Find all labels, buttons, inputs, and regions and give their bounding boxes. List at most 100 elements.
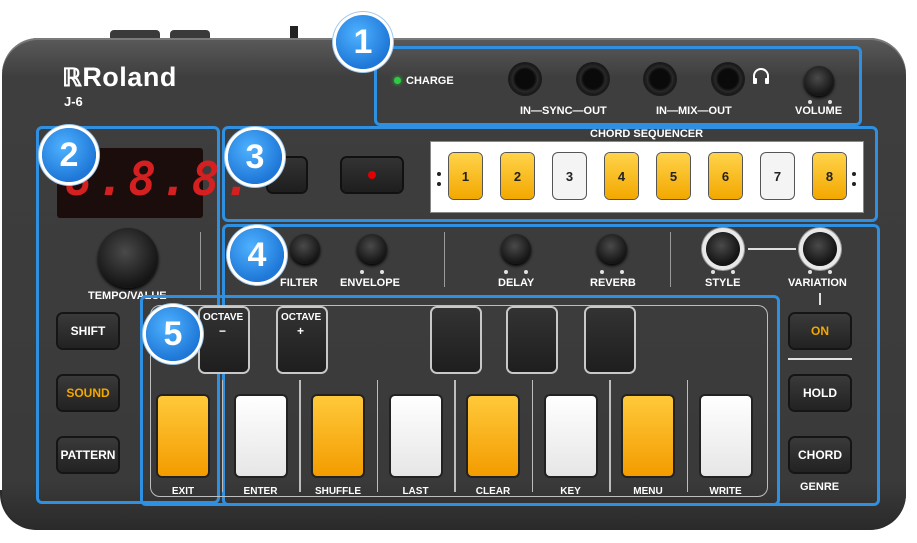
key-divider — [221, 380, 223, 492]
callout-2: 2 — [42, 128, 96, 182]
key-label-enter: ENTER — [243, 486, 278, 497]
tempo-value-knob[interactable] — [98, 228, 158, 288]
chord-sequencer-title: CHORD SEQUENCER — [590, 128, 704, 140]
key-last[interactable] — [390, 396, 441, 476]
shift-button[interactable]: SHIFT — [58, 314, 118, 348]
volume-label: VOLUME — [795, 105, 843, 117]
key-clear[interactable] — [468, 396, 518, 476]
genre-label: GENRE — [800, 481, 840, 493]
model-name: J-6 — [64, 94, 83, 109]
section-1-io — [374, 46, 862, 126]
key-label-write: WRITE — [709, 486, 742, 497]
key-label-last: LAST — [402, 486, 429, 497]
pattern-button[interactable]: PATTERN — [58, 438, 118, 472]
key-divider — [686, 380, 688, 492]
tempo-label: TEMPO/VALUE — [88, 290, 167, 302]
repeat-start-icon — [437, 182, 441, 186]
chord-button[interactable]: CHORD — [790, 438, 850, 472]
key-divider — [531, 380, 533, 492]
step-button-3[interactable]: 3 — [553, 153, 586, 199]
variation-label: VARIATION — [788, 277, 847, 289]
key-divider — [299, 380, 301, 492]
callout-3: 3 — [228, 130, 282, 184]
step-button-1[interactable]: 1 — [449, 153, 482, 199]
step-button-2[interactable]: 2 — [501, 153, 534, 199]
sync-in-jack[interactable] — [510, 64, 540, 94]
envelope-knob[interactable] — [357, 234, 387, 264]
sync-out-jack[interactable] — [578, 64, 608, 94]
key-menu[interactable] — [623, 396, 673, 476]
key-enter[interactable] — [235, 396, 286, 476]
repeat-end-icon — [852, 172, 856, 176]
key-label-menu: MENU — [633, 486, 663, 497]
variation-knob[interactable] — [803, 232, 837, 266]
style-knob[interactable] — [706, 232, 740, 266]
knob-dot — [711, 270, 715, 274]
sync-label: IN—SYNC—OUT — [520, 105, 607, 117]
divider — [670, 232, 671, 287]
key-label-exit: EXIT — [171, 486, 195, 497]
delay-knob[interactable] — [501, 234, 531, 264]
plus-icon: + — [297, 324, 305, 338]
step-button-4[interactable]: 4 — [605, 153, 638, 199]
charge-label: CHARGE — [406, 75, 454, 87]
delay-label: DELAY — [498, 277, 535, 289]
knob-dot — [620, 270, 624, 274]
black-key[interactable] — [508, 308, 556, 372]
record-button[interactable] — [342, 158, 402, 192]
style-label: STYLE — [705, 277, 741, 289]
black-key[interactable] — [586, 308, 634, 372]
sound-button[interactable]: SOUND — [58, 376, 118, 410]
knob-dot — [600, 270, 604, 274]
key-label-clear: CLEAR — [475, 486, 511, 497]
octave-plus-button[interactable]: OCTAVE + — [278, 308, 326, 372]
knob-dot — [380, 270, 384, 274]
callout-1: 1 — [336, 15, 390, 69]
key-label-shuffle: SHUFFLE — [314, 486, 362, 497]
knob-dot — [828, 100, 832, 104]
power-switch[interactable] — [290, 26, 298, 42]
knob-dot — [808, 270, 812, 274]
section-3-chord-sequencer — [222, 126, 878, 222]
divider — [444, 232, 445, 287]
filter-knob[interactable] — [290, 234, 320, 264]
key-exit[interactable] — [158, 396, 208, 476]
octave-plus-label: OCTAVE — [281, 312, 322, 323]
volume-knob[interactable] — [804, 66, 834, 96]
step-button-6[interactable]: 6 — [709, 153, 742, 199]
octave-minus-button[interactable]: OCTAVE − — [200, 308, 248, 372]
divider — [200, 232, 201, 290]
step-button-8[interactable]: 8 — [813, 153, 846, 199]
repeat-end-icon — [852, 182, 856, 186]
mix-in-jack[interactable] — [645, 64, 675, 94]
key-divider — [376, 380, 378, 492]
reverb-knob[interactable] — [597, 234, 627, 264]
charge-led — [394, 77, 401, 84]
knob-dot — [828, 270, 832, 274]
roland-logo: ℝRoland — [62, 62, 177, 92]
divider — [819, 293, 821, 305]
knob-dot — [360, 270, 364, 274]
on-button[interactable]: ON — [790, 314, 850, 348]
callout-5: 5 — [146, 307, 200, 361]
keyboard-frame — [150, 305, 768, 497]
callout-4: 4 — [230, 228, 284, 282]
hold-button[interactable]: HOLD — [790, 376, 850, 410]
minus-icon: − — [219, 324, 227, 338]
knob-dot — [504, 270, 508, 274]
style-variation-link — [748, 248, 796, 250]
step-button-5[interactable]: 5 — [657, 153, 690, 199]
key-label-key: KEY — [560, 486, 581, 497]
knob-dot — [731, 270, 735, 274]
black-key[interactable] — [432, 308, 480, 372]
record-icon — [368, 171, 376, 179]
mix-label: IN—MIX—OUT — [656, 105, 732, 117]
key-key[interactable] — [545, 396, 596, 476]
key-write[interactable] — [700, 396, 751, 476]
key-shuffle[interactable] — [313, 396, 363, 476]
mix-out-jack[interactable] — [713, 64, 743, 94]
repeat-start-icon — [437, 172, 441, 176]
divider — [788, 358, 852, 360]
step-button-7[interactable]: 7 — [761, 153, 794, 199]
